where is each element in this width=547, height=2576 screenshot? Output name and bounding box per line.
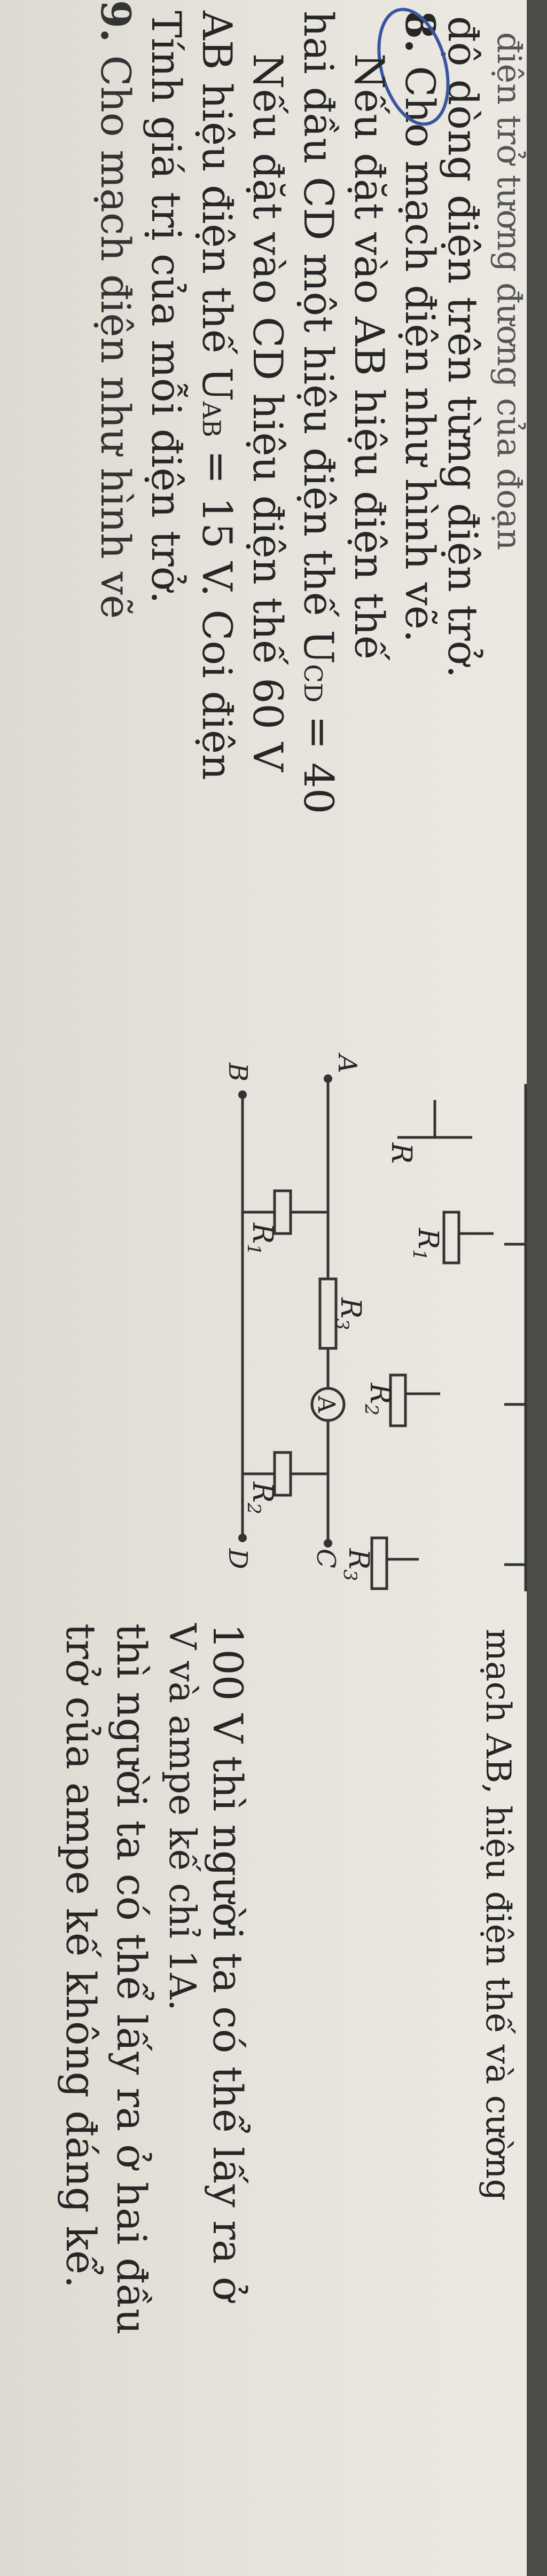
ammeter-label: A	[312, 1395, 340, 1413]
node-label-a: A	[332, 1053, 362, 1073]
prev-label-r3: R3	[339, 1548, 374, 1581]
prev-resistor-r1	[442, 1211, 460, 1265]
prev-label-r1: R1	[409, 1228, 444, 1261]
prev-label-r: R	[385, 1142, 417, 1164]
terminal-a	[324, 1074, 332, 1083]
node-label-d: D	[223, 1548, 253, 1569]
node-label-c: C	[311, 1549, 341, 1568]
handwritten-circle-mark	[377, 7, 450, 126]
resistor-r2	[273, 1451, 292, 1497]
prev-resistor-r3	[370, 1536, 388, 1590]
label-r1: R1	[243, 1222, 278, 1255]
terminal-c	[324, 1539, 332, 1548]
label-r2: R2	[243, 1481, 278, 1514]
prev-resistor-r2	[389, 1373, 407, 1427]
resistor-r3	[318, 1277, 338, 1350]
node-label-b: B	[223, 1062, 253, 1081]
label-r3: R3	[331, 1297, 366, 1330]
terminal-b	[238, 1090, 247, 1099]
prev-label-r2: R2	[361, 1383, 396, 1416]
resistor-r1	[273, 1189, 292, 1235]
ammeter-symbol	[310, 1387, 346, 1422]
terminal-d	[238, 1534, 247, 1542]
